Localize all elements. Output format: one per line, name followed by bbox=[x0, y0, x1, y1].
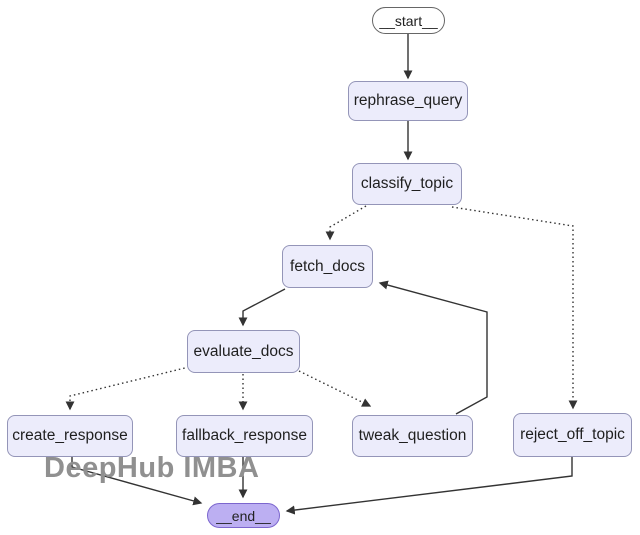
node-start-label: __start__ bbox=[379, 12, 438, 29]
edge-fetch_docs-to-evaluate_docs bbox=[238, 288, 286, 327]
edge-evaluate_docs-to-create_response bbox=[65, 366, 190, 411]
node-end-label: __end__ bbox=[216, 507, 271, 524]
node-evaluate-docs[interactable]: evaluate_docs bbox=[187, 330, 300, 373]
node-rephrase-query-label: rephrase_query bbox=[353, 92, 463, 109]
node-create-response[interactable]: create_response bbox=[7, 415, 133, 457]
node-evaluate-docs-label: evaluate_docs bbox=[193, 342, 294, 360]
node-fetch-docs-label: fetch_docs bbox=[290, 257, 365, 275]
node-fallback-response[interactable]: fallback_response bbox=[176, 415, 313, 457]
node-create-response-label: create_response bbox=[12, 427, 128, 444]
node-tweak-question[interactable]: tweak_question bbox=[352, 415, 473, 457]
edge-classify_topic-to-fetch_docs bbox=[325, 205, 367, 241]
edge-classify_topic-to-reject_off_topic bbox=[451, 206, 578, 410]
edge-evaluate_docs-to-tweak_question bbox=[298, 370, 372, 407]
edge-create_response-to-end bbox=[71, 457, 203, 506]
node-rephrase-query[interactable]: rephrase_query bbox=[348, 81, 468, 121]
edge-tweak_question-to-fetch_docs bbox=[378, 280, 488, 415]
node-reject-off-topic-label: reject_off_topic bbox=[520, 426, 625, 443]
node-classify-topic-label: classify_topic bbox=[360, 175, 454, 192]
node-reject-off-topic[interactable]: reject_off_topic bbox=[513, 413, 632, 457]
node-fallback-response-label: fallback_response bbox=[182, 427, 307, 444]
node-fetch-docs[interactable]: fetch_docs bbox=[282, 245, 373, 288]
node-tweak-question-label: tweak_question bbox=[358, 427, 467, 444]
node-start[interactable]: __start__ bbox=[372, 7, 445, 34]
node-end[interactable]: __end__ bbox=[207, 503, 280, 528]
node-classify-topic[interactable]: classify_topic bbox=[352, 163, 462, 205]
edge-reject_off_topic-to-end bbox=[285, 457, 573, 515]
